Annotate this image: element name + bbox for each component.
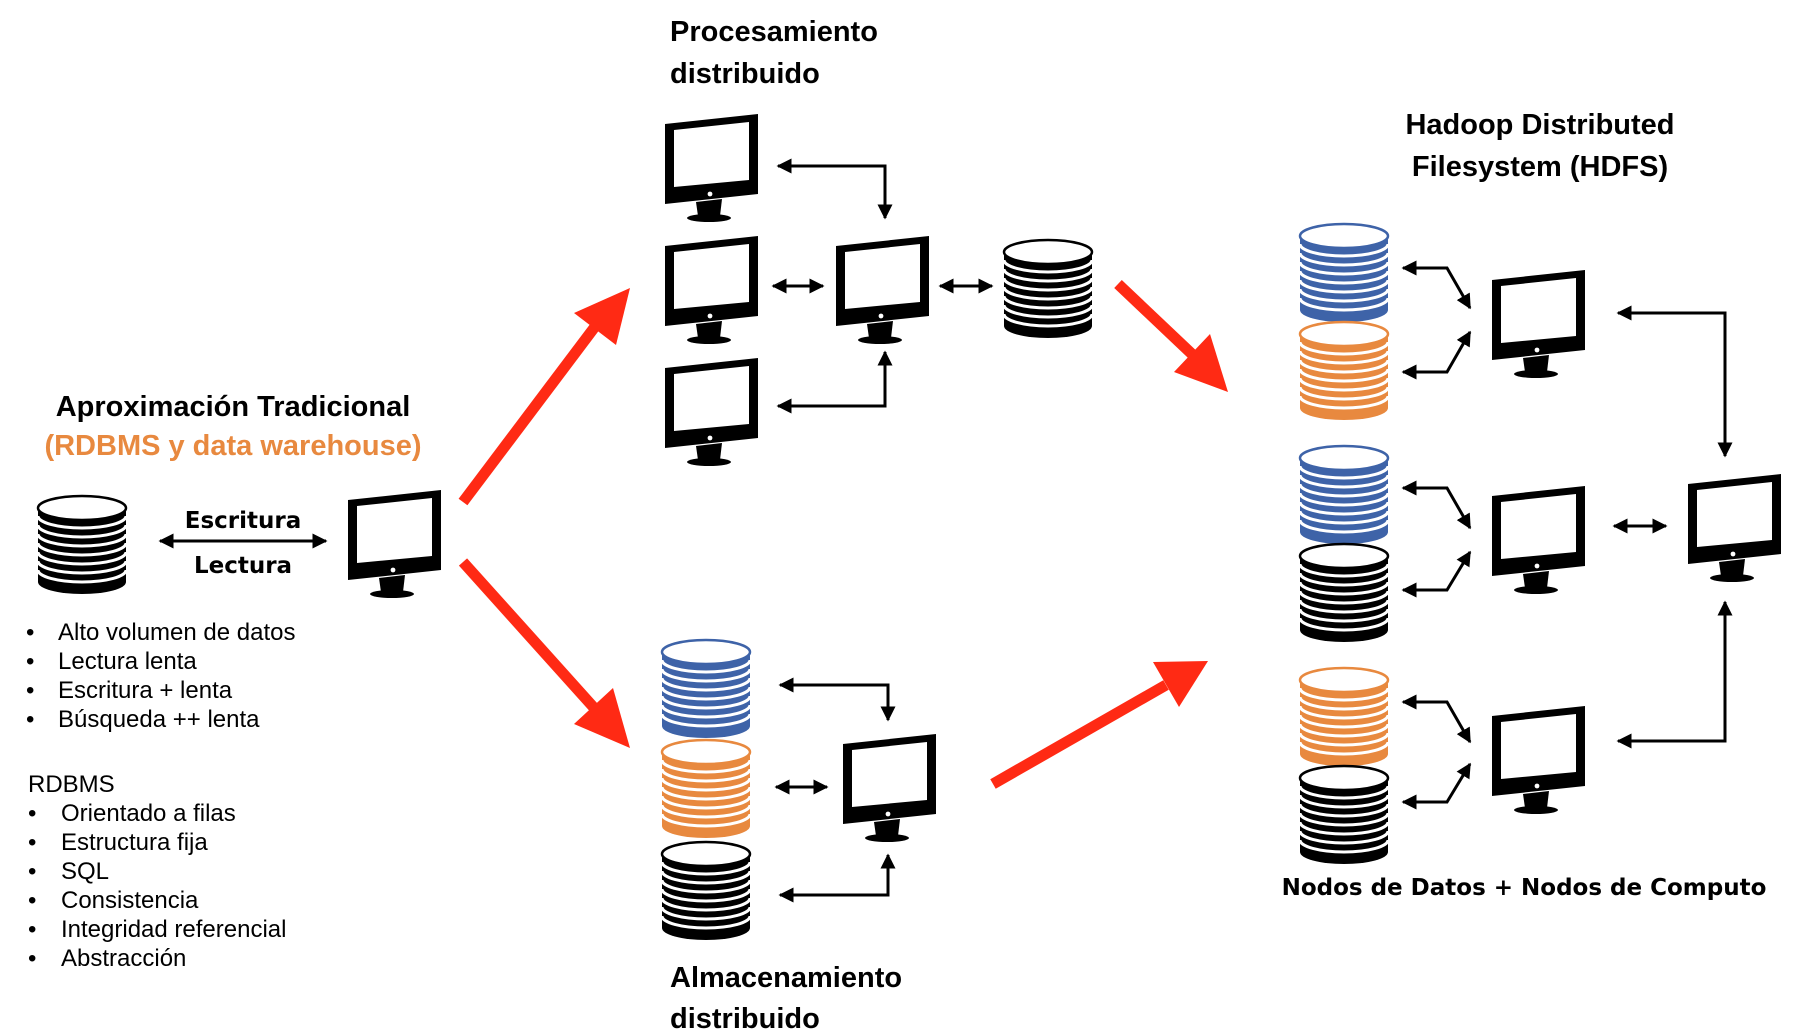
monitor-icon — [665, 236, 758, 344]
elbow-arrow-icon — [778, 677, 896, 722]
elbow-arrow-icon — [1401, 550, 1472, 598]
traditional-subtitle: (RDBMS y data warehouse) — [44, 430, 421, 462]
processing-section: Procesamiento distribuido — [665, 16, 1094, 466]
bullet-icon: • — [28, 858, 36, 885]
write-label: Escritura — [185, 508, 302, 534]
rdbms-list: • Orientado a filas • Estructura fija • … — [28, 800, 286, 972]
bullet-icon: • — [28, 887, 36, 914]
list-item: Consistencia — [61, 887, 199, 914]
bullet-icon: • — [26, 677, 34, 704]
elbow-arrow-icon — [1616, 305, 1733, 458]
monitor-icon — [1492, 706, 1585, 814]
bullet-icon: • — [28, 916, 36, 943]
list-item: Escritura + lenta — [58, 677, 233, 704]
list-item: Estructura fija — [61, 829, 208, 856]
database-icon — [660, 840, 752, 942]
monitor-icon — [665, 358, 758, 466]
database-icon — [1298, 542, 1390, 644]
bullet-icon: • — [28, 800, 36, 827]
storage-section: Almacenamiento distribuido — [660, 638, 936, 1034]
database-icon — [1002, 238, 1094, 340]
flow-arrow-icon — [1114, 280, 1228, 392]
storage-title: Almacenamiento — [670, 962, 902, 994]
read-label: Lectura — [194, 553, 292, 579]
hdfs-section: Hadoop Distributed Filesystem (HDFS) Nod… — [1282, 109, 1781, 901]
database-icon — [1298, 444, 1390, 546]
rdbms-heading: RDBMS — [28, 771, 115, 798]
database-icon — [1298, 320, 1390, 422]
elbow-arrow-icon — [1401, 762, 1472, 810]
database-icon — [1298, 764, 1390, 866]
list-item: Alto volumen de datos — [58, 619, 295, 646]
processing-title-line2: distribuido — [670, 58, 820, 90]
bullet-icon: • — [28, 829, 36, 856]
elbow-arrow-icon — [1401, 330, 1472, 380]
bullet-icon: • — [26, 706, 34, 733]
monitor-icon — [348, 490, 441, 598]
performance-list: • Alto volumen de datos • Lectura lenta … — [26, 619, 295, 733]
database-icon — [1298, 666, 1390, 768]
bullet-icon: • — [28, 945, 36, 972]
database-icon — [660, 638, 752, 740]
hdfs-caption: Nodos de Datos + Nodos de Computo — [1282, 875, 1767, 901]
elbow-arrow-icon — [776, 350, 893, 414]
flow-arrow-icon — [458, 288, 630, 506]
bullet-icon: • — [26, 648, 34, 675]
monitor-icon — [1688, 474, 1781, 582]
list-item: Integridad referencial — [61, 916, 286, 943]
list-item: Búsqueda ++ lenta — [58, 706, 260, 733]
storage-title-line2: distribuido — [670, 1003, 820, 1034]
database-icon — [660, 738, 752, 840]
bullet-icon: • — [26, 619, 34, 646]
list-item: Lectura lenta — [58, 648, 197, 675]
list-item: Abstracción — [61, 945, 186, 972]
flow-arrows — [458, 280, 1228, 789]
elbow-arrow-icon — [1401, 694, 1472, 744]
monitor-icon — [1492, 486, 1585, 594]
elbow-arrow-icon — [1401, 260, 1472, 310]
elbow-arrow-icon — [778, 853, 896, 903]
database-icon — [36, 494, 128, 596]
monitor-icon — [1492, 270, 1585, 378]
hdfs-title: Hadoop Distributed — [1405, 109, 1674, 141]
processing-title: Procesamiento — [670, 16, 878, 48]
monitor-icon — [665, 114, 758, 222]
traditional-section: Aproximación Tradicional (RDBMS y data w… — [26, 391, 441, 972]
monitor-icon — [843, 734, 936, 842]
elbow-arrow-icon — [1401, 480, 1472, 530]
flow-arrow-icon — [458, 558, 630, 748]
flow-arrow-icon — [990, 661, 1208, 789]
hdfs-title-line2: Filesystem (HDFS) — [1412, 151, 1668, 183]
list-item: Orientado a filas — [61, 800, 236, 827]
traditional-title: Aproximación Tradicional — [56, 391, 411, 423]
elbow-arrow-icon — [1616, 600, 1733, 749]
elbow-arrow-icon — [776, 158, 893, 220]
database-icon — [1298, 222, 1390, 324]
monitor-icon — [836, 236, 929, 344]
list-item: SQL — [61, 858, 109, 885]
